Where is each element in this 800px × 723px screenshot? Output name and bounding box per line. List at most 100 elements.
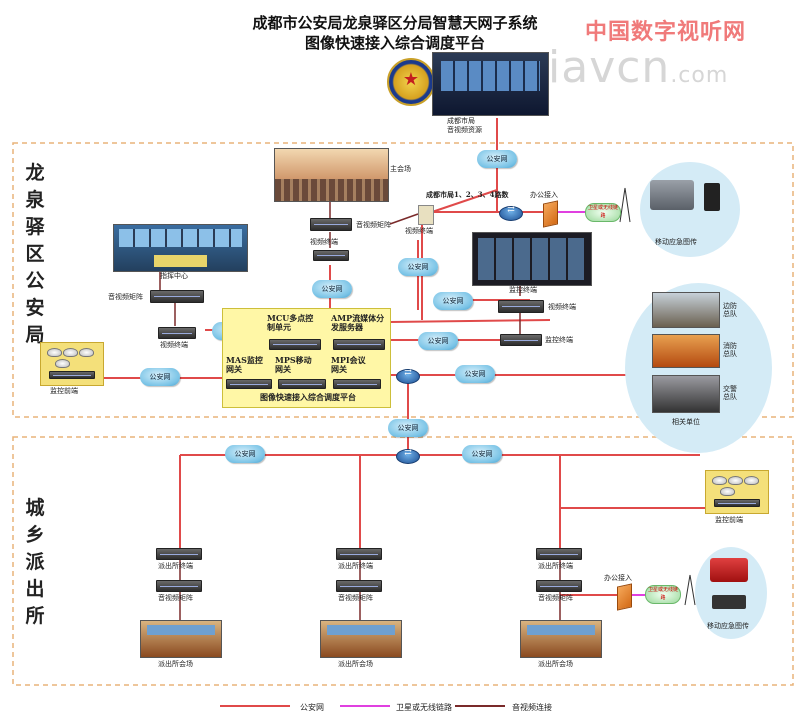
mps-label: MPS移动网关 xyxy=(275,355,312,374)
station-venue-label: 派出所会场 xyxy=(338,660,373,668)
watermark-en: iavcn.com xyxy=(548,42,728,93)
video-terminal-b-label: 视频终端 xyxy=(405,227,433,235)
monitor-front-label: 监控前端 xyxy=(50,387,78,395)
gaw-cloud-2: 公安网 xyxy=(398,258,438,276)
region-label-bottom: 城乡派出所 xyxy=(25,497,45,627)
station-venue-label: 派出所会场 xyxy=(158,660,193,668)
video-terminal-2-label: 视频终端 xyxy=(160,341,188,349)
top-region-frame xyxy=(12,142,794,418)
gaw-cloud-4: 公安网 xyxy=(433,292,473,310)
gaw-cloud-8: 公安网 xyxy=(455,365,495,383)
station-venue-label: 派出所会场 xyxy=(538,660,573,668)
gaw-cloud-11: 公安网 xyxy=(462,445,502,463)
station-matrix-label: 音视频矩阵 xyxy=(338,594,373,602)
mpi-label: MPI会议网关 xyxy=(331,355,366,374)
related-units-label: 相关单位 xyxy=(672,418,700,426)
city-bureau-label: 成都市局 xyxy=(447,117,475,125)
mobile-vehicle-2-label: 移动应急图传 xyxy=(707,622,749,630)
video-terminal-3-label: 视频终端 xyxy=(548,303,576,311)
watermark-en-main: iavcn xyxy=(548,42,671,93)
camera-icon xyxy=(712,476,727,485)
station-terminal-label: 派出所终端 xyxy=(158,562,193,570)
fire-team-label: 消防总队 xyxy=(723,342,737,358)
station-matrix-label: 音视频矩阵 xyxy=(538,594,573,602)
diagram-subtitle: 图像快速接入综合调度平台 xyxy=(304,34,485,52)
video-terminal-device-icon xyxy=(313,250,349,261)
mas-device-icon xyxy=(226,379,272,389)
station-matrix-label: 音视频矩阵 xyxy=(158,594,193,602)
command-center-image xyxy=(113,224,248,272)
monitor-terminal-2-label: 监控终端 xyxy=(545,336,573,344)
station-venue-image xyxy=(320,620,402,658)
monitor-wall-image xyxy=(472,232,592,286)
station-venue-image xyxy=(520,620,602,658)
monitor-front-panel xyxy=(40,342,104,386)
camera-icon xyxy=(79,348,94,357)
camera-icon xyxy=(55,359,70,368)
camera-icon xyxy=(720,487,735,496)
amp-label: AMP流媒体分发服务器 xyxy=(331,313,385,332)
mcu-label: MCU多点控制单元 xyxy=(267,313,314,332)
server-icon xyxy=(418,205,434,225)
amp-device-icon xyxy=(333,339,385,350)
firewall-icon xyxy=(543,200,558,228)
camera-icon xyxy=(728,476,743,485)
satellite-link-cloud-2: 卫星或无线链路 xyxy=(645,585,681,604)
border-team-image xyxy=(652,292,720,328)
mobile-vehicle-label: 移动应急图传 xyxy=(655,238,697,246)
camera-icon xyxy=(63,348,78,357)
station-venue-image xyxy=(140,620,222,658)
main-venue-label: 主会场 xyxy=(390,165,411,173)
legend-av-label: 音视频连接 xyxy=(512,703,552,712)
access-note-label: 成都市局1、2、3、4路数 xyxy=(426,190,509,199)
monitor-terminal-2-device-icon xyxy=(500,334,542,346)
watermark-cn: 中国数字视听网 xyxy=(585,20,747,45)
office-access-label: 办公接入 xyxy=(530,191,558,199)
dispatch-platform: MCU多点控制单元 AMP流媒体分发服务器 MAS监控网关 MPS移动网关 MP… xyxy=(222,308,391,408)
station-matrix-device-icon xyxy=(156,580,202,592)
traffic-team-label: 交警总队 xyxy=(723,385,737,401)
station-terminal-label: 派出所终端 xyxy=(338,562,373,570)
av-matrix-2-device-icon xyxy=(150,290,204,303)
border-team-label: 边防总队 xyxy=(723,302,737,318)
av-matrix-label: 音视频矩阵 xyxy=(356,221,391,229)
traffic-team-image xyxy=(652,375,720,413)
region-label-top: 龙泉驿区公安局 xyxy=(25,162,45,346)
bottom-region-frame xyxy=(12,436,794,686)
fire-truck-icon xyxy=(710,558,748,582)
gaw-cloud-top: 公安网 xyxy=(477,150,517,168)
mcu-device-icon xyxy=(269,339,321,350)
station-terminal-device-icon xyxy=(536,548,582,560)
station-terminal-label: 派出所终端 xyxy=(538,562,573,570)
platform-name-label: 图像快速接入综合调度平台 xyxy=(260,392,356,402)
city-resource-label: 音视频资源 xyxy=(447,126,482,134)
command-center-label: 指挥中心 xyxy=(160,272,188,280)
satellite-link-cloud: 卫星或无线链路 xyxy=(585,203,621,222)
dvr-icon xyxy=(49,371,95,379)
gaw-cloud-7: 公安网 xyxy=(140,368,180,386)
video-terminal-label: 视频终端 xyxy=(310,238,338,246)
camera-icon xyxy=(47,348,62,357)
mas-label: MAS监控网关 xyxy=(226,355,263,374)
city-bureau-screen-wall-image xyxy=(432,52,549,116)
gaw-cloud-3: 公安网 xyxy=(312,280,352,298)
fire-team-image xyxy=(652,334,720,368)
video-terminal-2-device-icon xyxy=(158,327,196,339)
mpi-device-icon xyxy=(333,379,381,389)
router-icon-core xyxy=(396,368,420,384)
gaw-cloud-10: 公安网 xyxy=(225,445,265,463)
gaw-links xyxy=(102,118,705,596)
office-access-2-label: 办公接入 xyxy=(604,574,632,582)
station-matrix-device-icon xyxy=(536,580,582,592)
dvr-icon xyxy=(714,499,760,507)
main-venue-image xyxy=(274,148,389,202)
legend-satellite-label: 卫星或无线链路 xyxy=(396,703,452,712)
router-icon-bottom xyxy=(396,448,420,464)
station-matrix-device-icon xyxy=(336,580,382,592)
antenna-towers xyxy=(619,187,696,606)
legend-gaw-label: 公安网 xyxy=(300,703,324,712)
station-terminal-device-icon xyxy=(336,548,382,560)
av-matrix-device-icon xyxy=(310,218,352,231)
backpack-icon xyxy=(704,183,720,211)
